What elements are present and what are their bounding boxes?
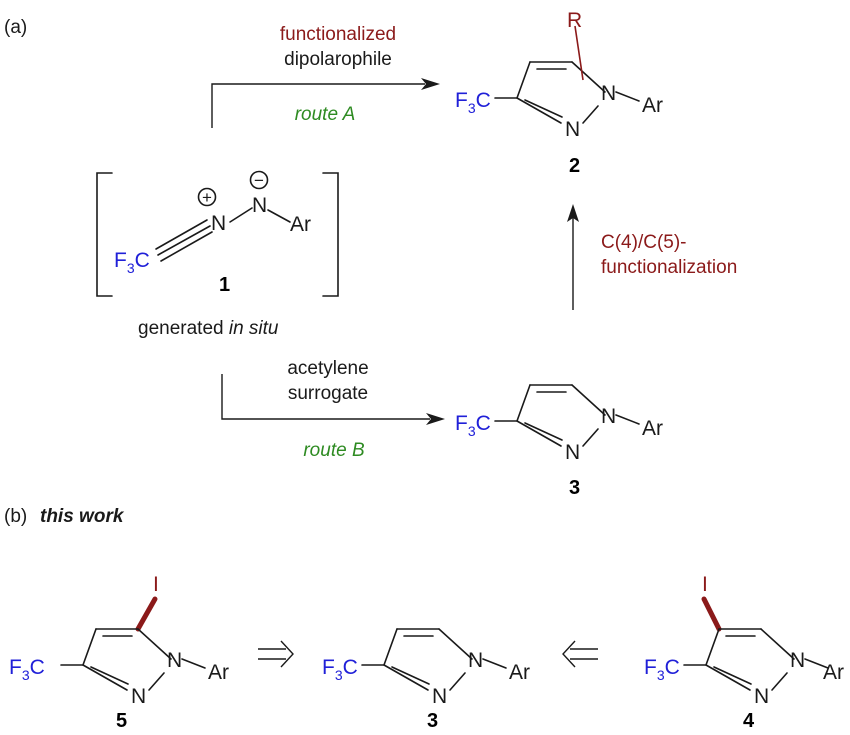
panel-b-title: this work: [40, 506, 125, 527]
imine-n-atom: N: [252, 194, 267, 217]
compound-2-structure: R N N Ar F3C: [455, 9, 663, 141]
compound-3b-structure: N N Ar F3C: [322, 628, 530, 708]
cf3-group: F3C: [455, 412, 491, 439]
cf3-group: F3C: [9, 656, 45, 683]
r-group-label: R: [567, 9, 582, 32]
generated-in-situ-label: generated in situ: [138, 318, 279, 339]
route-b-arrowhead: [426, 413, 445, 425]
n1-atom: N: [167, 649, 182, 672]
minus-charge: −: [254, 171, 264, 190]
ar-label: Ar: [290, 213, 311, 236]
n2-atom: N: [565, 441, 580, 464]
compound-3-number: 3: [569, 477, 580, 499]
n2-atom: N: [754, 685, 769, 708]
route-a-label: route A: [295, 104, 356, 125]
functionalization-label-line1: C(4)/C(5)-: [601, 232, 687, 253]
ar-label: Ar: [642, 417, 663, 440]
compound-5-number: 5: [116, 710, 127, 732]
route-b-arrow: [221, 374, 430, 420]
compound-5-structure: I N N Ar F3C: [9, 573, 229, 708]
n1-atom: N: [601, 405, 616, 428]
n2-atom: N: [432, 685, 447, 708]
compound-3-structure: N N Ar F3C: [455, 384, 663, 464]
retrosynthetic-arrow-left: [258, 640, 294, 668]
retrosynthetic-arrow-right: [562, 640, 598, 668]
route-b-label: route B: [303, 440, 365, 461]
iodine-atom: I: [702, 573, 708, 596]
route-a-reagent-line1: functionalized: [280, 24, 396, 45]
cf3-group: F3C: [114, 249, 150, 276]
ar-label: Ar: [642, 94, 663, 117]
cf3-group: F3C: [322, 656, 358, 683]
iodine-atom: I: [153, 573, 159, 596]
compound-1-structure: N N Ar + − F3C: [114, 170, 311, 276]
route-a-reagent-line2: dipolarophile: [284, 49, 392, 70]
compound-3b-number: 3: [427, 710, 438, 732]
n2-atom: N: [565, 118, 580, 141]
cf3-group: F3C: [644, 656, 680, 683]
ar-label: Ar: [823, 661, 844, 684]
compound-2-number: 2: [569, 155, 580, 177]
panel-a-label: (a): [4, 17, 27, 38]
compound-4-structure: I N N Ar F3C: [644, 573, 844, 708]
ar-label: Ar: [509, 661, 530, 684]
route-a-arrow: [211, 83, 425, 128]
ar-label: Ar: [208, 661, 229, 684]
compound-4-number: 4: [743, 710, 755, 732]
compound-1-number: 1: [219, 274, 230, 296]
plus-charge: +: [202, 188, 212, 207]
route-b-reagent-line2: surrogate: [288, 383, 368, 404]
nitrile-n-atom: N: [211, 212, 226, 235]
n1-atom: N: [790, 649, 805, 672]
right-bracket: [322, 172, 339, 297]
route-a-arrowhead: [421, 78, 440, 90]
n2-atom: N: [131, 685, 146, 708]
panel-b-label: (b): [4, 506, 27, 527]
n1-atom: N: [468, 649, 483, 672]
functionalization-arrowhead: [567, 204, 579, 222]
left-bracket: [96, 172, 113, 297]
route-b-reagent-line1: acetylene: [287, 358, 368, 379]
n1-atom: N: [601, 82, 616, 105]
cf3-group: F3C: [455, 89, 491, 116]
functionalization-label-line2: functionalization: [601, 257, 737, 278]
